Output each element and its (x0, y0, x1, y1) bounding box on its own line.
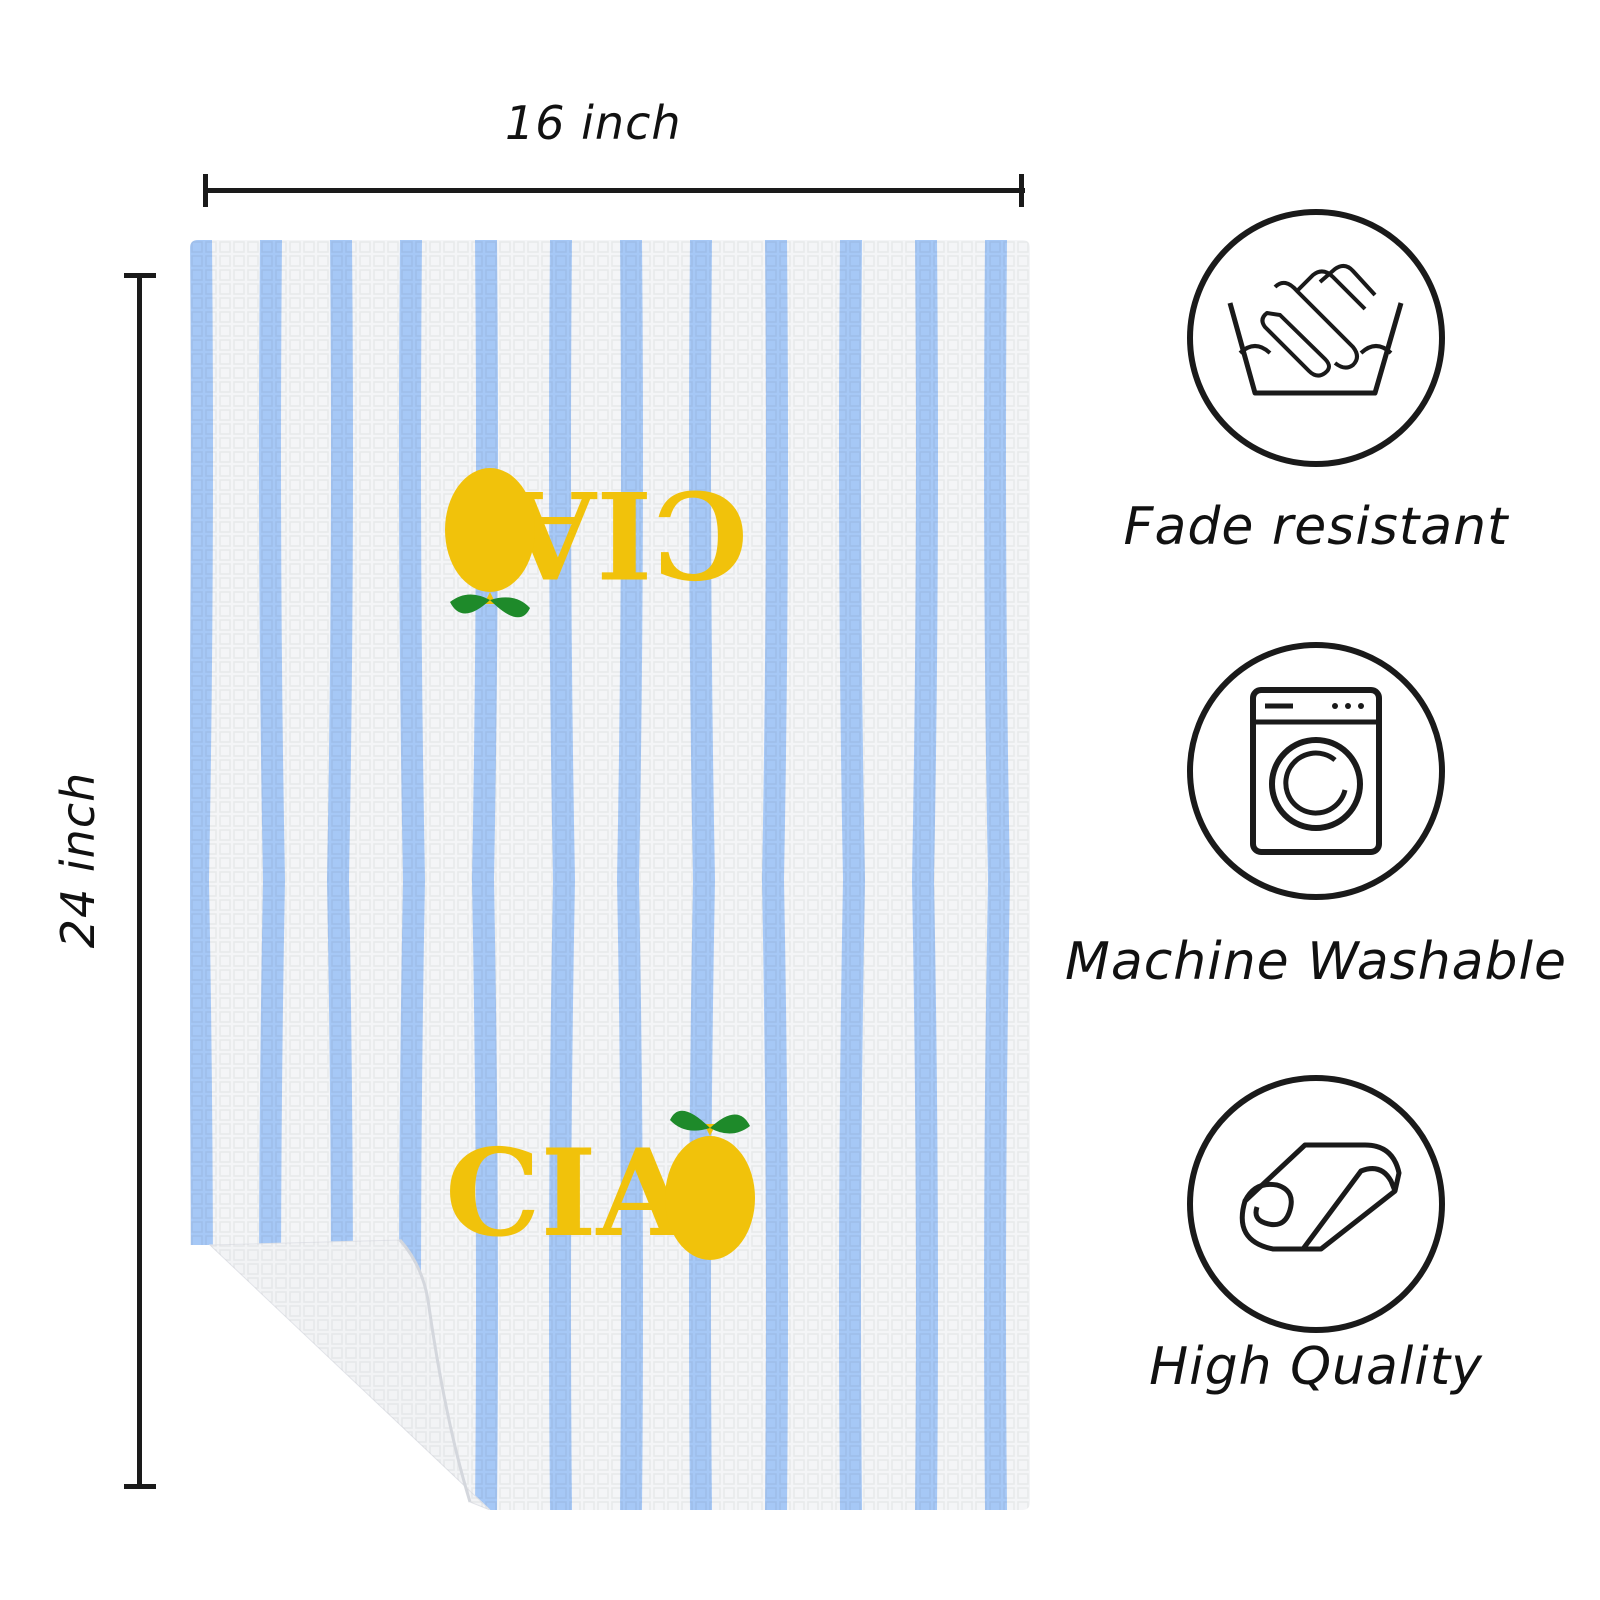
ciao-top-text: CIA (501, 463, 748, 604)
ciao-design-bottom: CIA (445, 1110, 755, 1264)
ciao-design-top: CIA (445, 463, 748, 618)
width-dimension-label: 16 inch (505, 96, 682, 150)
lemon-bottom (665, 1110, 755, 1260)
hand-wash-icon (1187, 209, 1445, 467)
feature-label-high-quality: High Quality (1149, 1337, 1483, 1397)
lemon-top (445, 468, 535, 618)
height-dimension-label: 24 inch (51, 771, 105, 949)
striped-towel-image: CIA CIA (190, 240, 1030, 1510)
feature-label-fade-resistant: Fade resistant (1123, 497, 1509, 557)
rolled-towel-icon (1187, 1075, 1445, 1333)
washing-machine-icon (1187, 642, 1445, 900)
feature-label-machine-washable: Machine Washable (1064, 932, 1567, 992)
ciao-bottom-text: CIA (445, 1123, 692, 1264)
